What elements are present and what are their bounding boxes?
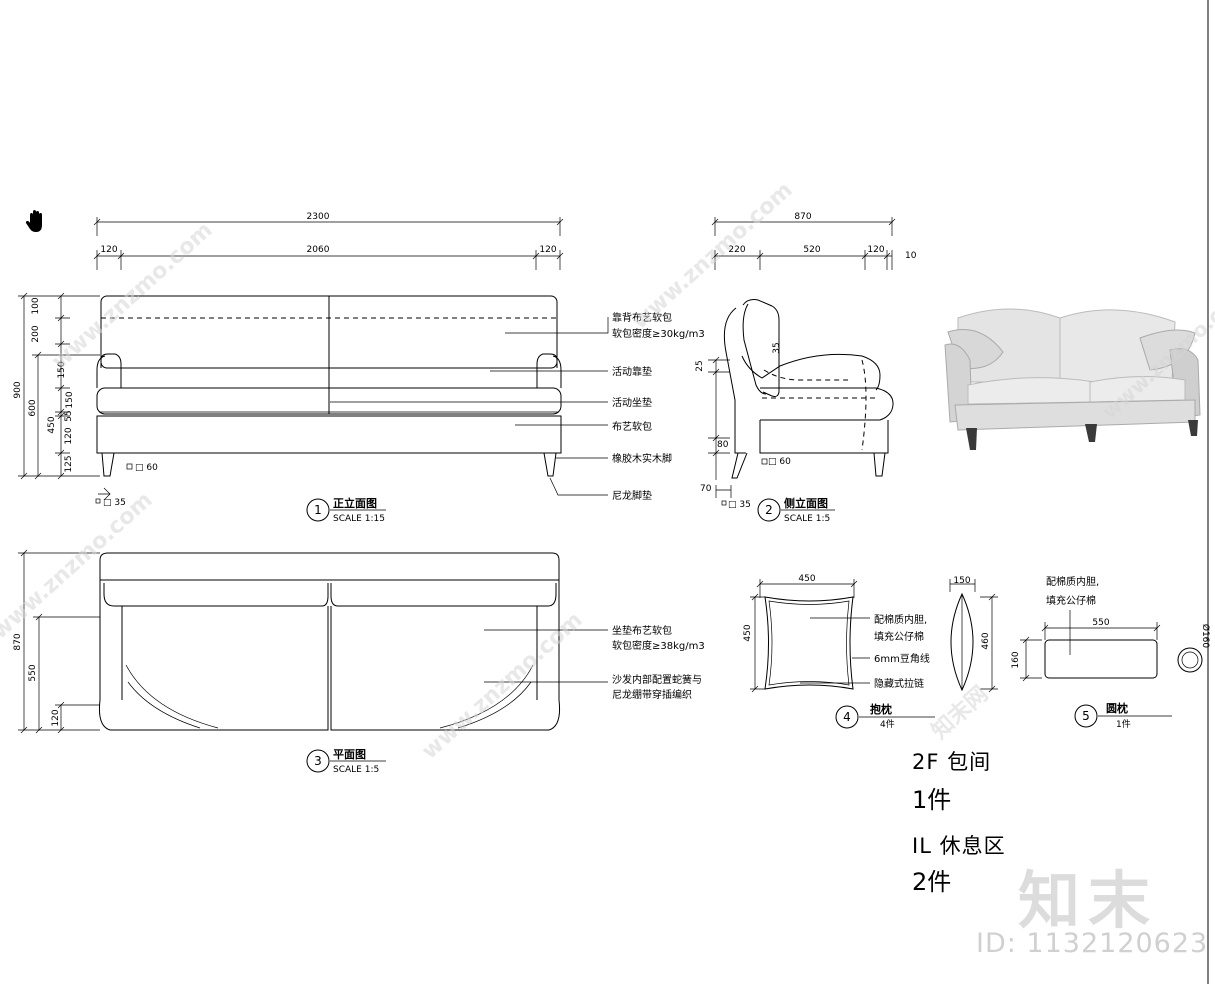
callout-text: 隐藏式拉链 [874, 677, 924, 690]
dimension-text: 120 [64, 427, 74, 444]
callout-text: 靠背布艺软包 [612, 311, 672, 324]
callout-text: 配棉质内胆, [1046, 575, 1099, 588]
dimension-text: 450 [743, 624, 753, 641]
view-title-text: 侧立面图 [784, 496, 828, 510]
hand-pan-icon[interactable] [25, 210, 42, 232]
callout-text: 配棉质内胆, [874, 613, 927, 626]
view-titles: 1 正立面图 SCALE 1:15 2 侧立面图 SCALE 1:5 3 平面图… [314, 496, 1131, 775]
side-elevation-view [708, 217, 896, 522]
dimension-text: 120 [100, 245, 117, 255]
dimension-text: 2300 [307, 212, 330, 222]
dimension-text: 35 [772, 342, 782, 353]
view-title-text: SCALE 1:5 [784, 514, 830, 524]
note-1l-lounge: IL 休息区 [912, 834, 1006, 858]
note-2f-count: 1件 [912, 786, 952, 814]
callout-text: 6mm豆角线 [874, 652, 930, 665]
brand-logo: 知末 [1018, 864, 1159, 937]
dimension-text: 25 [695, 360, 705, 371]
dimension-text: 70 [700, 484, 712, 494]
view-title-text: SCALE 1:15 [333, 514, 385, 524]
dimension-text: 520 [803, 245, 820, 255]
callout-text: 活动靠垫 [612, 365, 652, 378]
note-2f-room: 2F 包间 [912, 750, 992, 774]
view-title-text: 4 [843, 710, 851, 724]
dimension-text: □ 60 [135, 463, 158, 473]
dimension-text: 200 [31, 325, 41, 342]
bolster-detail [1020, 610, 1203, 728]
dimension-text: 870 [13, 633, 23, 650]
callout-text: 尼龙脚垫 [612, 489, 652, 502]
dimension-text: 450 [47, 416, 57, 433]
dimension-text: 100 [31, 297, 41, 314]
dimension-text: 80 [717, 440, 729, 450]
sofa-product-photo [944, 308, 1201, 450]
dimension-text: 125 [64, 455, 74, 472]
callout-text: 尼龙绷带穿插编织 [612, 688, 692, 701]
view-title-text: 正立面图 [333, 496, 377, 510]
dimension-text: 460 [981, 632, 991, 649]
note-1l-count: 2件 [912, 868, 952, 896]
dimension-text: 120 [539, 245, 556, 255]
dimension-text: 55 [64, 410, 74, 421]
dimension-labels: 2300 120 2060 120 900 600 100 200 150 15… [13, 212, 1211, 727]
callout-text: 活动坐垫 [612, 396, 652, 409]
dimension-text: 150 [57, 361, 67, 378]
dimension-text: 150 [65, 391, 75, 408]
image-id-text: ID: 1132120623 [976, 928, 1209, 959]
dimension-text: 550 [28, 664, 38, 681]
view-title-text: 1件 [1116, 718, 1131, 730]
dimension-text: 600 [28, 399, 38, 416]
callout-text: 布艺软包 [612, 420, 652, 433]
callout-text: 坐垫布艺软包 [612, 624, 672, 637]
callout-text: 填充公仔棉 [874, 630, 924, 643]
dimension-text: 150 [953, 576, 970, 586]
view-title-text: 1 [314, 503, 322, 517]
watermark-layer: www.znzmo.com www.znzmo.com www.znzmo.co… [0, 178, 1215, 765]
view-title-text: 平面图 [333, 748, 366, 761]
callout-text: 填充公仔棉 [1046, 594, 1096, 607]
dimension-text: 870 [794, 212, 811, 222]
dimension-text: 10 [905, 251, 917, 261]
callout-text: 橡胶木实木脚 [612, 452, 672, 465]
callout-text: 软包密度≥30kg/m3 [612, 327, 705, 340]
watermark-text: www.znzmo.com [417, 608, 587, 765]
view-title-text: 3 [314, 754, 322, 768]
view-title-text: 2 [765, 503, 773, 517]
view-title-text: 4件 [880, 718, 895, 730]
view-title-text: SCALE 1:5 [333, 765, 379, 775]
dimension-text: 2060 [307, 245, 330, 255]
pillow-detail [750, 579, 998, 729]
dimension-text: 450 [798, 574, 815, 584]
callout-text: 软包密度≥38kg/m3 [612, 639, 705, 652]
view-title-text: 5 [1082, 709, 1090, 723]
dimension-text: □ 35 [103, 498, 126, 508]
watermark-text: www.znzmo.com [0, 488, 158, 645]
dimension-text: 900 [13, 381, 23, 398]
dimension-text: □ 60 [768, 457, 791, 467]
dimension-text: 160 [1011, 651, 1021, 668]
dimension-text: 550 [1092, 618, 1109, 628]
dimension-text: 120 [51, 709, 61, 726]
dimension-text: □ 35 [728, 500, 751, 510]
view-title-text: 圆枕 [1106, 701, 1128, 715]
dimension-text: 220 [728, 245, 745, 255]
view-title-text: 抱枕 [870, 702, 892, 716]
watermark-text: 知末网 [927, 681, 993, 744]
dimension-text: 120 [867, 245, 884, 255]
front-elevation-view [18, 217, 609, 522]
dimension-text: Ø160 [1200, 624, 1211, 649]
callout-labels: 靠背布艺软包 软包密度≥30kg/m3 活动靠垫 活动坐垫 布艺软包 橡胶木实木… [612, 311, 1099, 701]
callout-text: 沙发内部配置蛇簧与 [612, 673, 702, 686]
plan-view [18, 549, 608, 773]
